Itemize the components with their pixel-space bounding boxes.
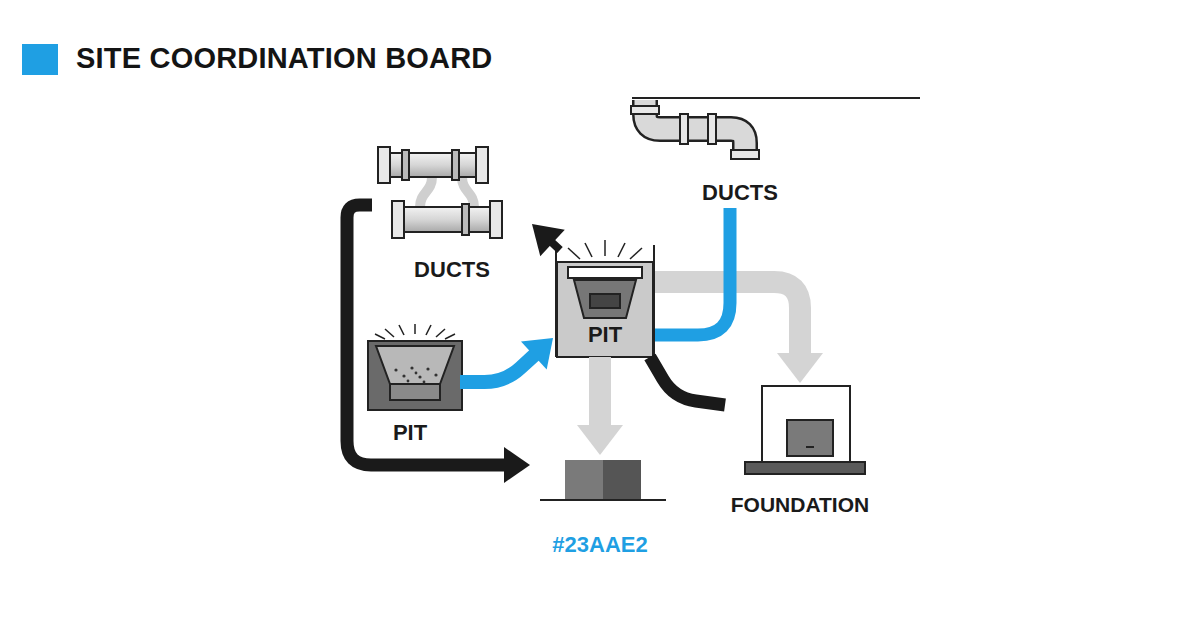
pipe-tee-icon-part <box>490 201 502 238</box>
pipe-elbow-icon-part <box>708 114 716 144</box>
foundation-node: FOUNDATION <box>725 383 875 520</box>
pit-tray-icon-part-part <box>385 329 394 337</box>
connector <box>532 224 565 256</box>
pit-box-icon-part <box>590 294 620 308</box>
pit-tray-icon-part <box>394 366 437 383</box>
node-label: FOUNDATION <box>725 492 875 518</box>
arrowhead <box>777 353 823 383</box>
pit-tray-icon-part-part <box>418 375 421 378</box>
board-title: SITE COORDINATION BOARD <box>76 42 493 75</box>
pit-tray-icon-part-part <box>426 325 431 335</box>
pit-tray-icon-part-part <box>375 334 385 339</box>
arrowhead <box>521 338 553 370</box>
node-label: DUCTS <box>372 257 532 283</box>
foundation-icon-part <box>762 386 850 464</box>
pipe-elbow-icon-part <box>680 114 688 144</box>
node-label: #23AAE2 <box>530 532 670 558</box>
arrowhead <box>504 447 530 483</box>
pit-tray-icon-part <box>368 341 462 410</box>
pit-node: PIT <box>360 335 460 448</box>
foundation-icon-part <box>745 462 865 474</box>
foundation-icon-part <box>806 446 814 448</box>
swatch-blocks-icon <box>540 460 666 500</box>
connector <box>577 357 623 455</box>
pit-box-icon-part-part <box>618 243 625 257</box>
foundation-icon <box>745 386 865 474</box>
pipe-tee-icon-part <box>476 147 488 183</box>
node-label: DUCTS <box>632 180 848 206</box>
connector-line <box>460 354 535 382</box>
pit-box-icon-part <box>568 267 642 278</box>
pit-tray-icon-part-part <box>434 373 437 376</box>
pit-tray-icon-part-part <box>394 368 397 371</box>
pipe-tee-icon-part <box>462 204 469 235</box>
connector <box>655 208 730 335</box>
pipe-elbow-icon-part <box>632 97 920 99</box>
pit-tray-icon-part-part <box>407 380 410 383</box>
arrowhead <box>577 425 623 455</box>
swatch-blocks-icon-part <box>540 499 666 501</box>
pit-tray-icon <box>368 324 462 410</box>
pit-tray-icon-part-part <box>399 325 404 335</box>
connector <box>650 357 725 405</box>
connector-line <box>347 205 506 465</box>
pit-tray-icon-part-part <box>445 334 455 339</box>
pit-box-icon <box>556 240 654 357</box>
pit-tray-icon-part-part <box>423 381 426 384</box>
swatch-node: #23AAE2 <box>530 455 670 560</box>
foundation-icon-part <box>787 420 833 456</box>
pit-tray-icon-part <box>375 324 455 339</box>
pipe-elbow-icon <box>631 98 920 159</box>
swatch-blocks-icon-part <box>565 460 603 500</box>
pit-tray-icon-part-part <box>426 367 429 370</box>
pit-box-icon-part-part <box>585 243 592 257</box>
connector-line <box>655 208 730 335</box>
pit-box-icon-part-part <box>604 240 606 256</box>
connector-line <box>589 357 611 427</box>
pipe-elbow-icon-part <box>731 150 759 159</box>
pipe-tee-icon-part <box>400 207 494 232</box>
connector-line <box>650 357 725 405</box>
pipe-tee-icon-part <box>420 177 432 207</box>
duct-node: DUCTS <box>372 140 532 290</box>
arrowhead <box>532 224 565 256</box>
pipe-tee-icon-part <box>462 177 474 207</box>
connector <box>347 205 530 483</box>
pipe-tee-icon-part <box>452 150 459 180</box>
pipe-tee-icon <box>378 147 502 238</box>
pit-box-icon-part-part <box>568 248 580 259</box>
pipe-tee-icon-part <box>386 153 480 177</box>
node-label: PIT <box>555 322 655 348</box>
pit-tray-icon-part-part <box>414 324 416 334</box>
pit-tray-icon-part <box>390 384 440 400</box>
pit-tray-icon-part-part <box>415 372 418 375</box>
pit-box-icon-part <box>568 240 642 259</box>
node-label: PIT <box>360 420 460 446</box>
pipe-elbow-icon-part <box>631 106 659 114</box>
connector <box>460 338 553 382</box>
pit-tray-icon-part-part <box>402 374 405 377</box>
pit-tray-icon-part-part <box>436 329 445 337</box>
swatch-blocks-icon-part <box>603 460 641 500</box>
pit-box-icon-part-part <box>630 248 642 259</box>
duct-node: DUCTS <box>632 92 848 208</box>
pit-tray-icon-part-part <box>410 366 413 369</box>
pipe-tee-icon-part <box>402 150 409 180</box>
pit-tray-icon-part <box>376 346 454 384</box>
pipe-tee-icon-part <box>392 201 404 238</box>
pit-box-icon-part <box>574 280 636 318</box>
pit-box: PIT <box>555 245 655 357</box>
title-square <box>22 44 58 75</box>
pipe-tee-icon-part <box>378 147 390 183</box>
